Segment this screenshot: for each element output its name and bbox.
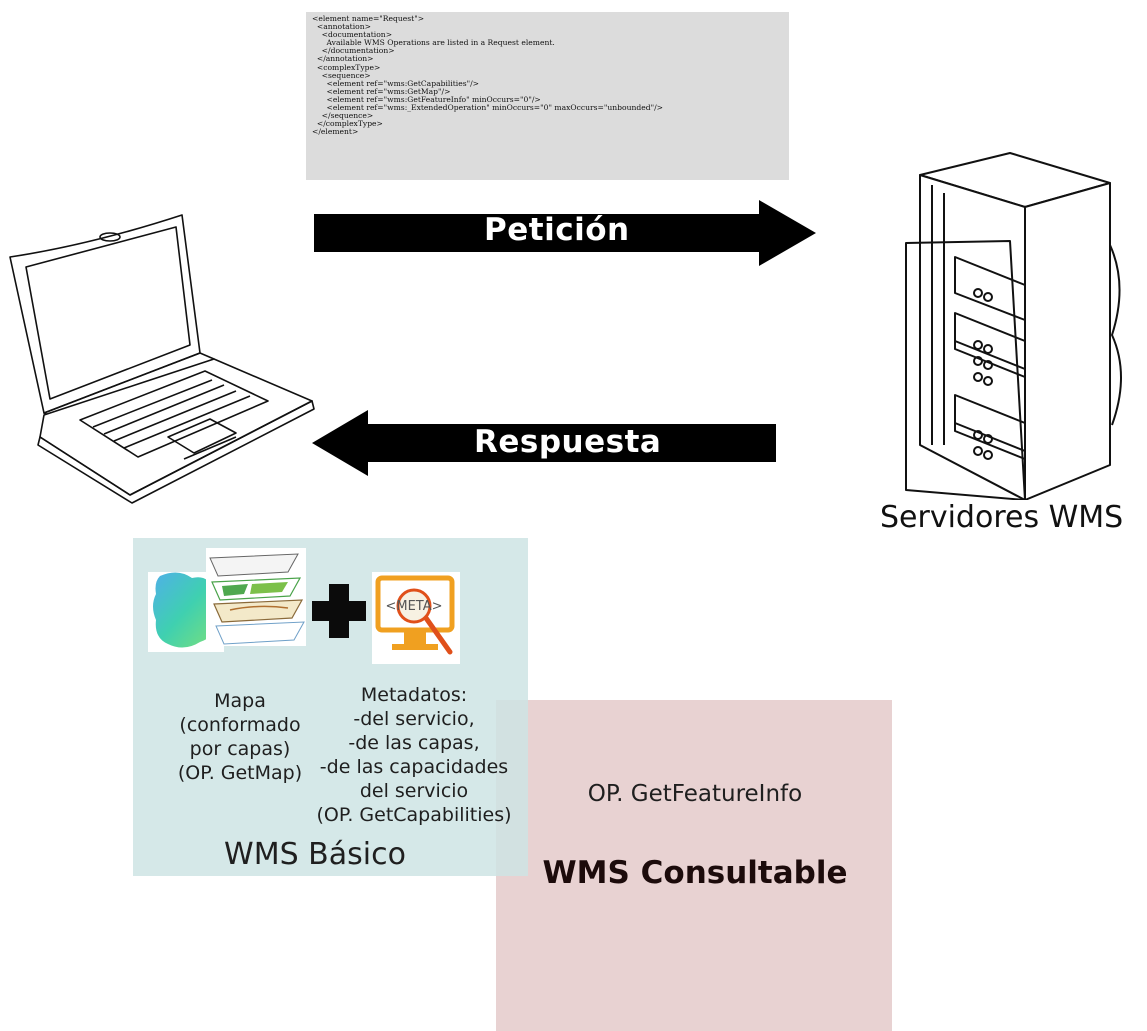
request-arrow-label: Petición [484,212,630,248]
basic-wms-title: WMS Básico [224,837,406,872]
xml-request-snippet: <element name="Request"> <annotation> <d… [306,12,789,180]
map-caption-line: Mapa [214,690,266,712]
meta-icon-text: <META> [385,599,442,614]
map-caption: Mapa (conformado por capas) (OP. GetMap) [160,689,320,785]
server-label: Servidores WMS [880,500,1124,535]
metadata-caption-line: del servicio [359,780,469,802]
metadata-caption-line: Metadatos: [360,684,468,706]
getfeatureinfo-operation: OP. GetFeatureInfo [587,781,803,807]
response-arrow-label: Respuesta [474,424,662,460]
xml-code: <element name="Request"> <annotation> <d… [312,14,664,137]
metadata-caption-line: (OP. GetCapabilities) [316,804,512,826]
server-rack-icon [905,152,1122,500]
request-arrow [314,200,816,266]
map-caption-line: por capas) [189,738,291,760]
metadata-caption-line: -de las capas, [348,732,480,754]
laptop-icon [9,214,315,504]
metadata-caption: Metadatos: -del servicio, -de las capas,… [310,683,518,827]
queryable-wms-panel [496,700,892,1031]
map-caption-line: (conformado [179,714,301,736]
metadata-caption-line: -de las capacidades [319,756,509,778]
metadata-caption-line: -del servicio, [353,708,475,730]
metadata-search-icon: <META> [372,572,460,664]
map-layers-icon [148,548,306,652]
map-caption-line: (OP. GetMap) [177,762,303,784]
queryable-wms-title: WMS Consultable [542,855,848,891]
plus-icon [312,584,366,638]
response-arrow [312,410,776,476]
